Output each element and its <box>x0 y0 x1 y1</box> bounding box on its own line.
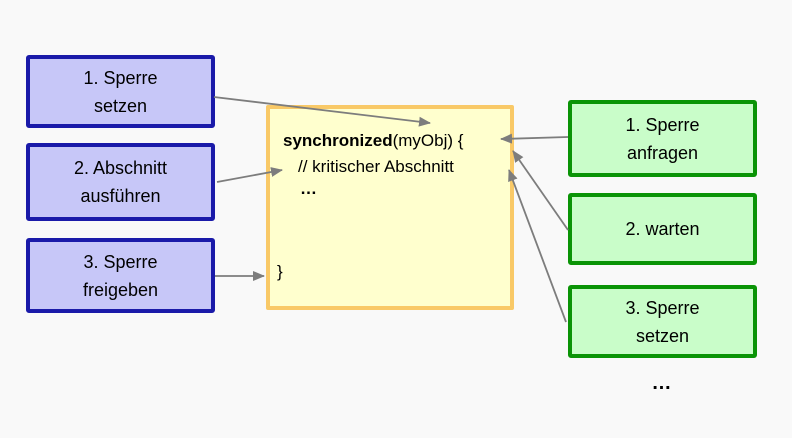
arrow-lock-acquire-to-code <box>508 169 567 323</box>
code-line-closing-brace: } <box>277 262 283 281</box>
code-block-synchronized: synchronized(myObj) { // kritischer Absc… <box>266 105 514 310</box>
code-line-header: synchronized(myObj) { <box>283 131 463 151</box>
step-box-lock-set: 1. Sperre setzen <box>26 55 215 128</box>
arrow-wait-to-code <box>512 150 569 231</box>
code-line-ellipsis: … <box>300 179 319 198</box>
step-label-line: 2. warten <box>625 219 700 239</box>
step-label-line: setzen <box>635 325 690 346</box>
step-label-line: 3. Sperre <box>83 251 158 272</box>
step-box-section-run: 2. Abschnitt ausführen <box>26 143 215 221</box>
step-box-lock-acquire: 3. Sperre setzen <box>568 285 757 358</box>
code-line-comment: // kritischer Abschnitt <box>298 157 454 176</box>
step-label-line: setzen <box>93 95 148 116</box>
step-box-wait: 2. warten <box>568 193 757 265</box>
step-label-line: ausführen <box>80 186 161 206</box>
step-label-line: 1. Sperre <box>625 114 700 135</box>
code-keyword: synchronized <box>283 131 393 150</box>
continuation-ellipsis: … <box>651 372 674 394</box>
step-box-lock-request: 1. Sperre anfragen <box>568 100 757 177</box>
step-label-line: 1. Sperre <box>83 67 158 88</box>
code-signature: (myObj) { <box>392 131 464 150</box>
step-label-line: 3. Sperre <box>625 297 700 318</box>
step-box-lock-release: 3. Sperre freigeben <box>26 238 215 313</box>
step-label-line: freigeben <box>82 279 159 300</box>
step-label-line: anfragen <box>626 142 699 163</box>
step-label-line: 2. Abschnitt <box>73 158 168 178</box>
